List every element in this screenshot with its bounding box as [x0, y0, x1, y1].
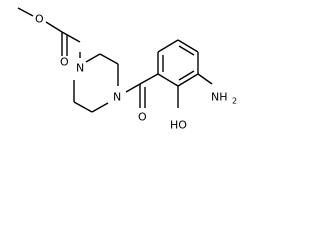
bond-benzene-3-inner — [178, 45, 195, 56]
bond-benzene-3 — [177, 39, 199, 53]
chemical-structure: O O N N O NH 2 HO — [17, 7, 237, 132]
bond-amine — [197, 73, 213, 85]
atom-n4: N — [113, 91, 121, 104]
atom-o-ester: O — [35, 13, 44, 26]
bond-benzene-5-inner — [178, 70, 195, 81]
bond-amide-ring — [139, 73, 159, 85]
bond-benzene-6 — [157, 73, 179, 87]
bond-benzene-2 — [157, 39, 179, 53]
bond-n4-amide — [125, 83, 141, 93]
atom-hydroxyl: HO — [170, 119, 187, 132]
atom-amine: NH — [211, 91, 228, 104]
atom-amine-subscript: 2 — [232, 97, 237, 106]
atom-o-amide: O — [138, 111, 147, 124]
atom-n1: N — [76, 62, 84, 75]
bond-benzene-5 — [177, 73, 199, 87]
bond-n1-right — [85, 53, 101, 63]
bond-ring-right-top — [99, 53, 119, 65]
bond-ring-bottom — [91, 102, 109, 113]
atom-o-carbonyl: O — [60, 56, 69, 69]
bond-methyl-o — [17, 7, 34, 17]
bond-carbonyl-n1 — [61, 31, 81, 43]
bond-ring-left-bottom — [73, 101, 93, 113]
bond-o-carbonyl — [45, 21, 63, 33]
